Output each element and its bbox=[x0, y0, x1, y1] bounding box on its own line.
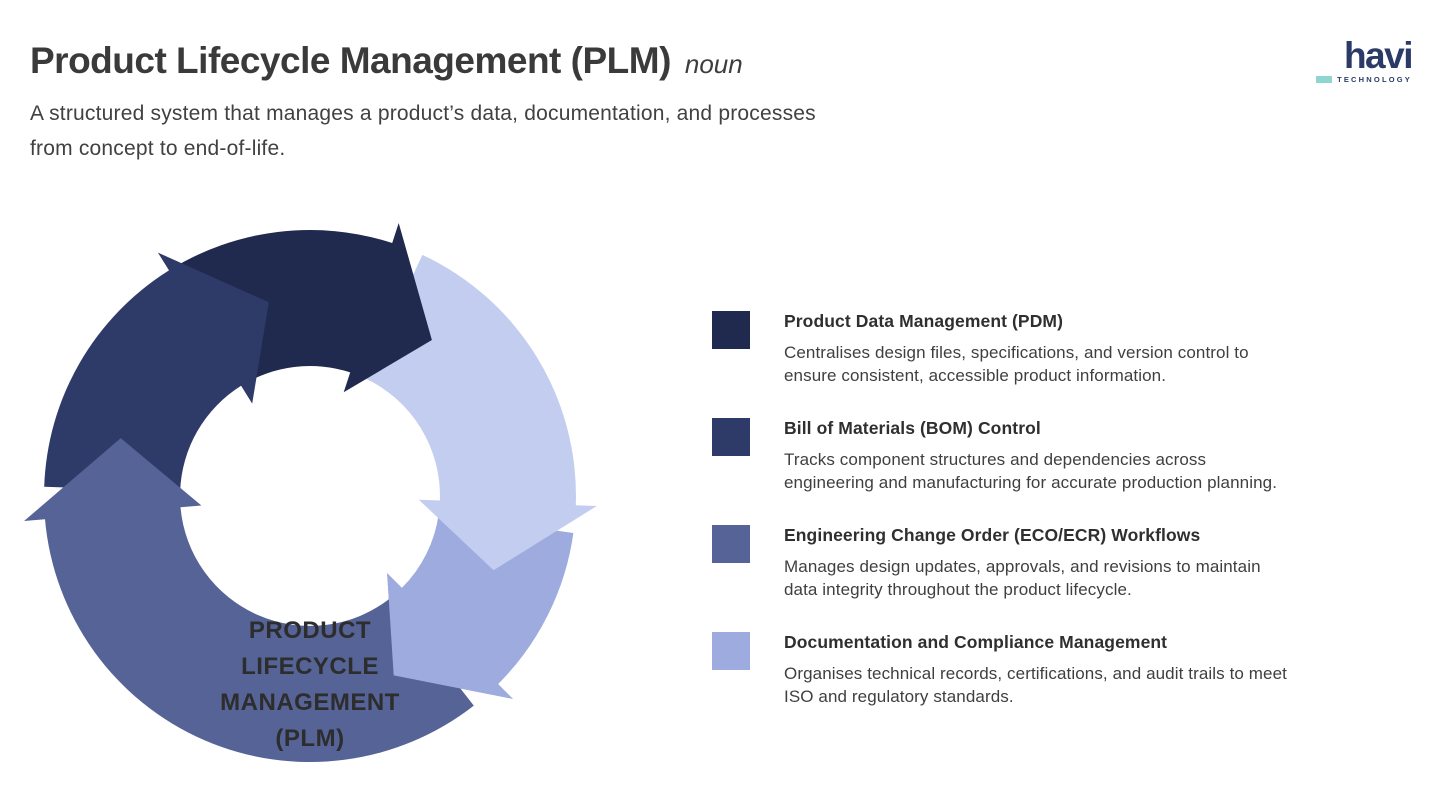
legend-desc-bom-line2: engineering and manufacturing for accura… bbox=[784, 473, 1278, 492]
legend-title-bom: Bill of Materials (BOM) Control bbox=[784, 418, 1041, 438]
subtitle-line-1: A structured system that manages a produ… bbox=[30, 102, 816, 125]
legend-swatch-pdm bbox=[712, 311, 750, 349]
legend-item-eco: Engineering Change Order (ECO/ECR) Workf… bbox=[712, 525, 1412, 601]
legend-desc-docs-line1: Organises technical records, certificati… bbox=[784, 664, 1287, 683]
legend-desc-eco-line1: Manages design updates, approvals, and r… bbox=[784, 557, 1261, 576]
legend-item-bom: Bill of Materials (BOM) Control Tracks c… bbox=[712, 418, 1412, 494]
legend: Product Data Management (PDM) Centralise… bbox=[712, 311, 1412, 739]
logo-accent-bar bbox=[1316, 76, 1333, 83]
legend-desc-docs: Organises technical records, certificati… bbox=[784, 662, 1412, 708]
legend-swatch-docs bbox=[712, 632, 750, 670]
cycle-center-line-4: (PLM) bbox=[275, 725, 345, 752]
cycle-center-line-2: LIFECYCLE bbox=[241, 653, 379, 680]
legend-title-docs: Documentation and Compliance Management bbox=[784, 632, 1168, 652]
legend-item-pdm: Product Data Management (PDM) Centralise… bbox=[712, 311, 1412, 387]
part-of-speech-label: noun bbox=[684, 49, 743, 79]
legend-desc-pdm: Centralises design files, specifications… bbox=[784, 341, 1412, 387]
page-title: Product Lifecycle Management (PLM) bbox=[30, 40, 671, 81]
legend-desc-eco: Manages design updates, approvals, and r… bbox=[784, 555, 1412, 601]
logo-tagline: TECHNOLOGY bbox=[1337, 75, 1412, 84]
cycle-arrow-3-head bbox=[387, 573, 513, 699]
logo-wordmark: havi bbox=[1343, 35, 1414, 76]
legend-swatch-eco bbox=[712, 525, 750, 563]
cycle-arrow-5 bbox=[44, 252, 269, 492]
cycle-center-line-3: MANAGEMENT bbox=[220, 689, 400, 716]
cycle-center-label: PRODUCT LIFECYCLE MANAGEMENT (PLM) bbox=[175, 613, 445, 757]
cycle-arrow-4 bbox=[24, 438, 474, 763]
plm-cycle-diagram: PRODUCT LIFECYCLE MANAGEMENT (PLM) bbox=[0, 188, 620, 808]
legend-item-docs: Documentation and Compliance Management … bbox=[712, 632, 1412, 708]
legend-title-pdm: Product Data Management (PDM) bbox=[784, 311, 1064, 331]
legend-desc-pdm-line2: ensure consistent, accessible product in… bbox=[784, 366, 1167, 385]
page-subtitle: A structured system that manages a produ… bbox=[30, 96, 1030, 166]
legend-desc-pdm-line1: Centralises design files, specifications… bbox=[784, 343, 1249, 362]
legend-swatch-bom bbox=[712, 418, 750, 456]
legend-desc-bom-line1: Tracks component structures and dependen… bbox=[784, 450, 1207, 469]
cycle-center-line-1: PRODUCT bbox=[248, 617, 372, 644]
header: Product Lifecycle Management (PLM) noun … bbox=[30, 40, 1030, 166]
subtitle-line-2: from concept to end-of-life. bbox=[30, 137, 286, 160]
legend-desc-docs-line2: ISO and regulatory standards. bbox=[784, 687, 1014, 706]
legend-desc-eco-line2: data integrity throughout the product li… bbox=[784, 580, 1132, 599]
cycle-arrows-graphic bbox=[24, 223, 597, 763]
legend-title-eco: Engineering Change Order (ECO/ECR) Workf… bbox=[784, 525, 1201, 545]
havi-logo: havi TECHNOLOGY bbox=[1316, 35, 1414, 84]
legend-desc-bom: Tracks component structures and dependen… bbox=[784, 448, 1412, 494]
